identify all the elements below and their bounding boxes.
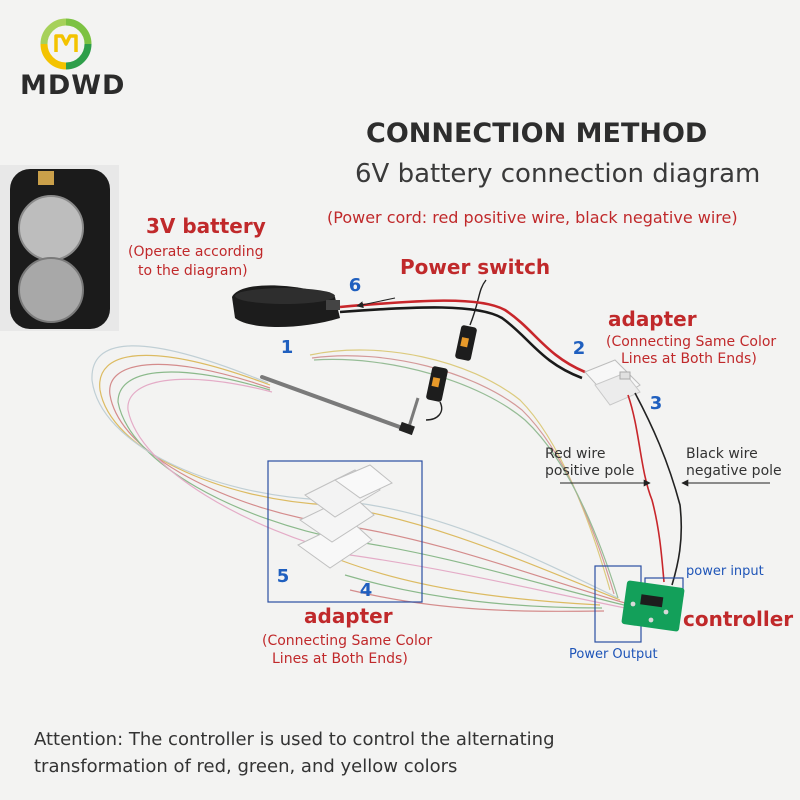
led-holders — [425, 279, 487, 421]
power-input-label: power input — [686, 564, 764, 579]
battery-title: 3V battery — [146, 214, 266, 238]
top-adapter-title: adapter — [608, 307, 697, 331]
power-cord-note: (Power cord: red positive wire, black ne… — [327, 208, 738, 227]
step-marker-5: 5 — [276, 566, 290, 587]
attention-note: Attention: The controller is used to con… — [34, 729, 555, 777]
power-output-label: Power Output — [569, 647, 658, 662]
bottom-adapter-title: adapter — [304, 604, 393, 628]
red-wire-pole: positive pole — [545, 463, 635, 479]
step-marker-4: 4 — [359, 580, 373, 601]
red-wire-label: Red wire — [545, 446, 606, 462]
power-switch-label: Power switch — [400, 255, 551, 279]
step-marker-1: 1 — [280, 337, 294, 358]
controller-board — [621, 580, 685, 632]
power-input-wires — [627, 392, 683, 586]
top-adapter-connector — [584, 359, 641, 406]
coin-cell-photo — [0, 165, 119, 331]
brand-name: MDWD — [20, 70, 126, 101]
black-wire-pole: negative pole — [686, 463, 782, 479]
battery-note-line1: (Operate according — [128, 244, 264, 260]
battery-box — [232, 285, 340, 327]
bottom-adapter-frame — [267, 460, 423, 603]
top-adapter-note-line1: (Connecting Same Color — [606, 334, 777, 350]
black-wire-label: Black wire — [686, 446, 758, 462]
step-marker-2: 2 — [572, 338, 586, 359]
page-subtitle: 6V battery connection diagram — [355, 159, 761, 189]
power-cord — [339, 299, 586, 380]
battery-note-line2: to the diagram) — [138, 263, 248, 279]
step-marker-3: 3 — [649, 393, 663, 414]
step-marker-6: 6 — [348, 275, 362, 296]
led-wire-bundle — [91, 345, 631, 612]
metal-rod — [260, 375, 420, 436]
controller-label: controller — [683, 607, 794, 631]
bottom-adapter-connectors — [297, 464, 393, 569]
bottom-adapter-note-line2: Lines at Both Ends) — [272, 651, 408, 667]
mdwd-logo-icon — [40, 18, 92, 70]
top-adapter-note-line2: Lines at Both Ends) — [621, 351, 757, 367]
page-title: CONNECTION METHOD — [366, 118, 708, 149]
bottom-adapter-note-line1: (Connecting Same Color — [262, 633, 433, 649]
